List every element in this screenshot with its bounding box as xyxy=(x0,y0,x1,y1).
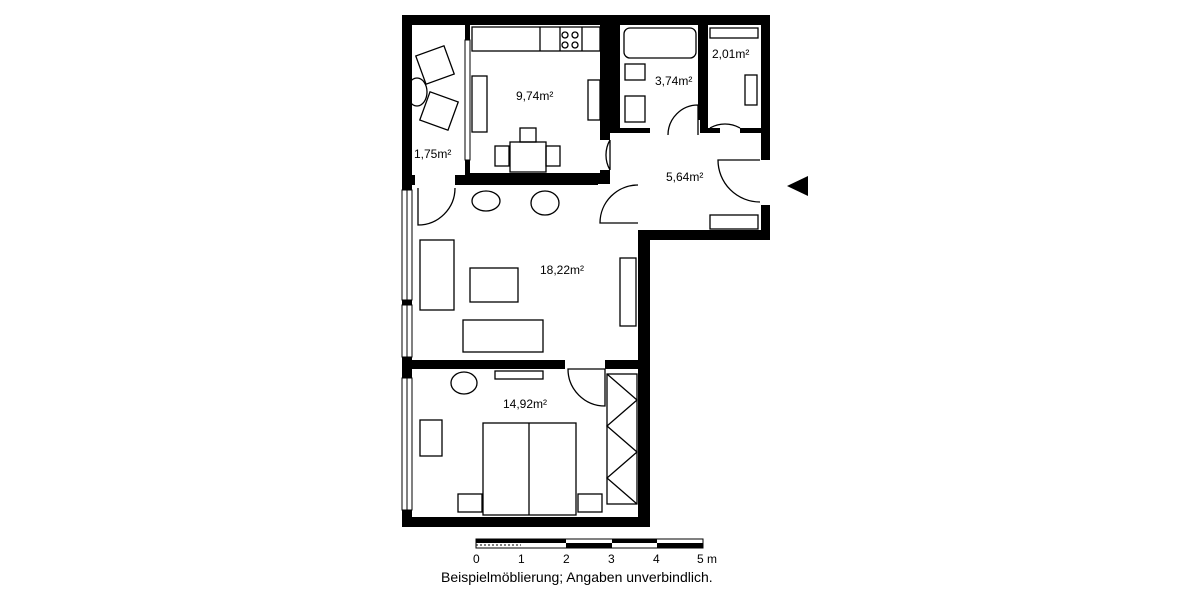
area-kitchen: 9,74m² xyxy=(516,89,553,103)
scale-tick-3: 3 xyxy=(608,552,615,566)
door-entrance xyxy=(717,159,761,203)
entrance-arrow-icon xyxy=(787,176,808,196)
windows xyxy=(401,39,471,511)
room-bedroom xyxy=(412,369,638,517)
area-living: 18,22m² xyxy=(540,263,584,277)
scale-tick-0: 0 xyxy=(473,552,480,566)
scale-tick-5: 5 m xyxy=(697,552,717,566)
door-balcony xyxy=(417,187,456,226)
room-bathroom xyxy=(620,25,698,128)
furniture xyxy=(406,26,759,516)
area-hallway: 5,64m² xyxy=(666,170,703,184)
area-bathroom: 3,74m² xyxy=(655,74,692,88)
door-wc xyxy=(709,123,741,129)
room-kitchen xyxy=(470,25,600,173)
scale-tick-2: 2 xyxy=(563,552,570,566)
door-bedroom xyxy=(567,368,606,407)
area-bedroom: 14,92m² xyxy=(503,397,547,411)
area-wc: 2,01m² xyxy=(712,47,749,61)
door-kitchen xyxy=(605,139,611,171)
area-balcony: 1,75m² xyxy=(414,147,451,161)
scale-bar xyxy=(475,538,704,549)
scale-tick-4: 4 xyxy=(653,552,660,566)
room-wc xyxy=(708,25,761,128)
room-balcony xyxy=(412,25,465,175)
scale-tick-1: 1 xyxy=(518,552,525,566)
caption: Beispielmöblierung; Angaben unverbindlic… xyxy=(441,569,713,585)
door-bathroom xyxy=(667,104,699,136)
door-living xyxy=(599,184,639,224)
